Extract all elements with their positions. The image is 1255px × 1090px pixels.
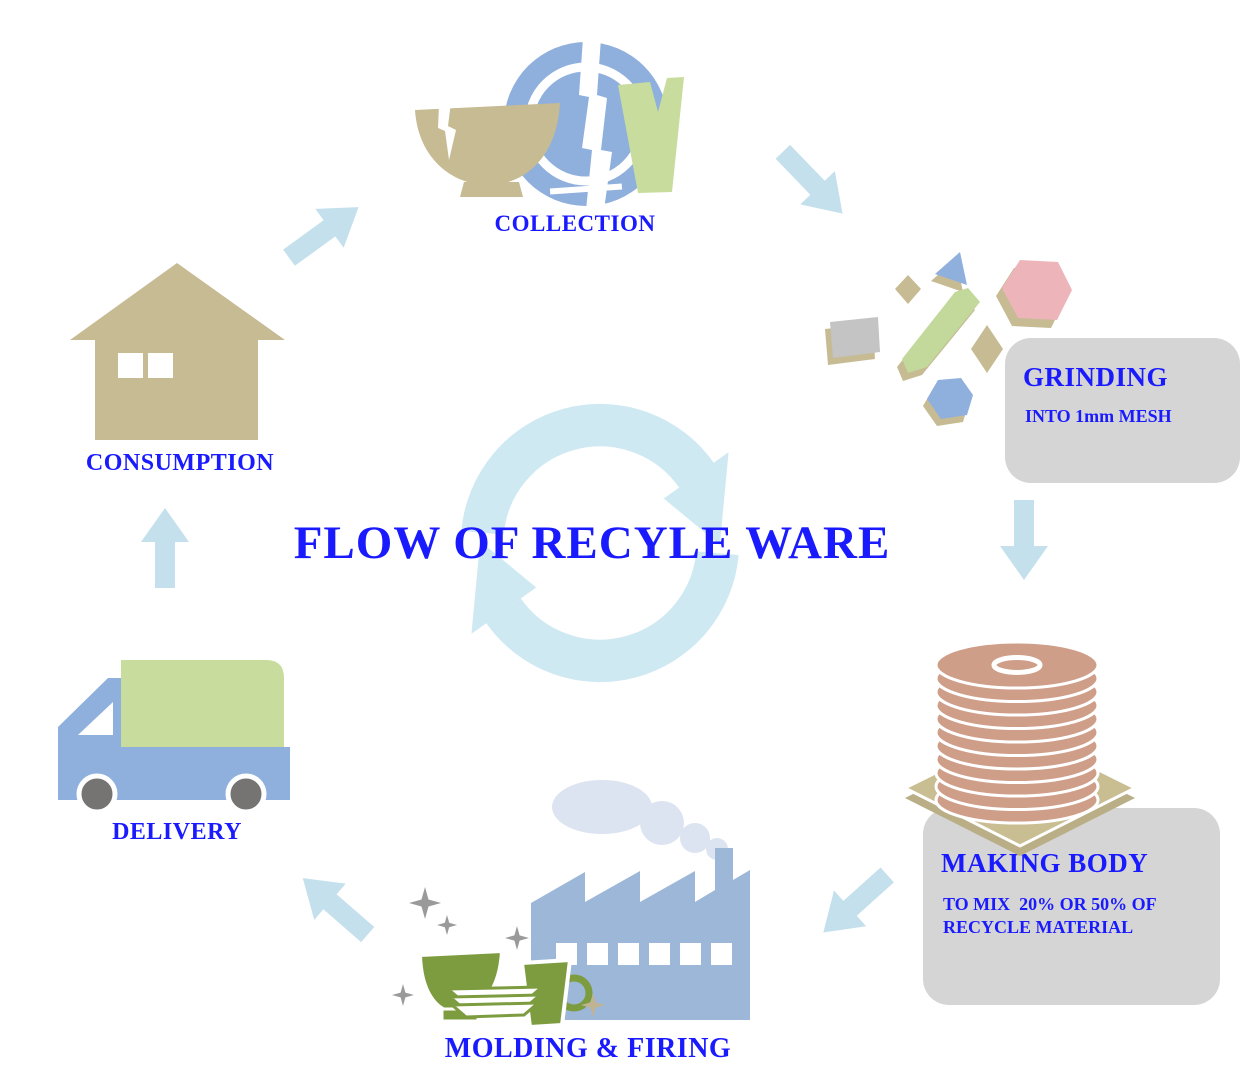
making-body-subtitle-line2: RECYCLE MATERIAL [943,916,1134,937]
stage-label-collection: COLLECTION [494,211,656,236]
making-body-info-box: MAKING BODY TO MIX 20% OR 50% OF RECYCLE… [923,808,1220,1005]
broken-tableware-icon [415,38,684,210]
arrow-delivery-to-consumption-icon [141,508,189,588]
making-body-subtitle-line1: TO MIX 20% OR 50% OF [943,894,1157,914]
ceramic-shards-icon [825,252,1072,426]
arrow-making-body-to-molding-icon [823,867,894,933]
factory-icon [392,780,750,1030]
house-icon [70,263,285,440]
delivery-truck-icon [58,660,290,815]
arrow-molding-to-delivery-icon [302,878,375,943]
stage-label-delivery: DELIVERY [112,819,242,845]
arrow-consumption-to-collection-icon [283,207,359,266]
stage-label-molding-firing: MOLDING & FIRING [444,1033,732,1064]
grinding-title: GRINDING [1023,362,1169,392]
stage-label-consumption: CONSUMPTION [85,450,275,476]
clay-discs-stack-icon [901,640,1139,856]
arrow-grinding-to-making-body-icon [1000,500,1048,580]
arrow-collection-to-grinding-icon [775,144,843,214]
recycle-cycle-icon [461,403,739,683]
making-body-title: MAKING BODY [941,848,1149,878]
grinding-subtitle: INTO 1mm MESH [1025,406,1172,426]
diagram-title: FLOW OF RECYLE WARE [293,517,891,569]
grinding-info-box: GRINDING INTO 1mm MESH [1005,338,1240,483]
